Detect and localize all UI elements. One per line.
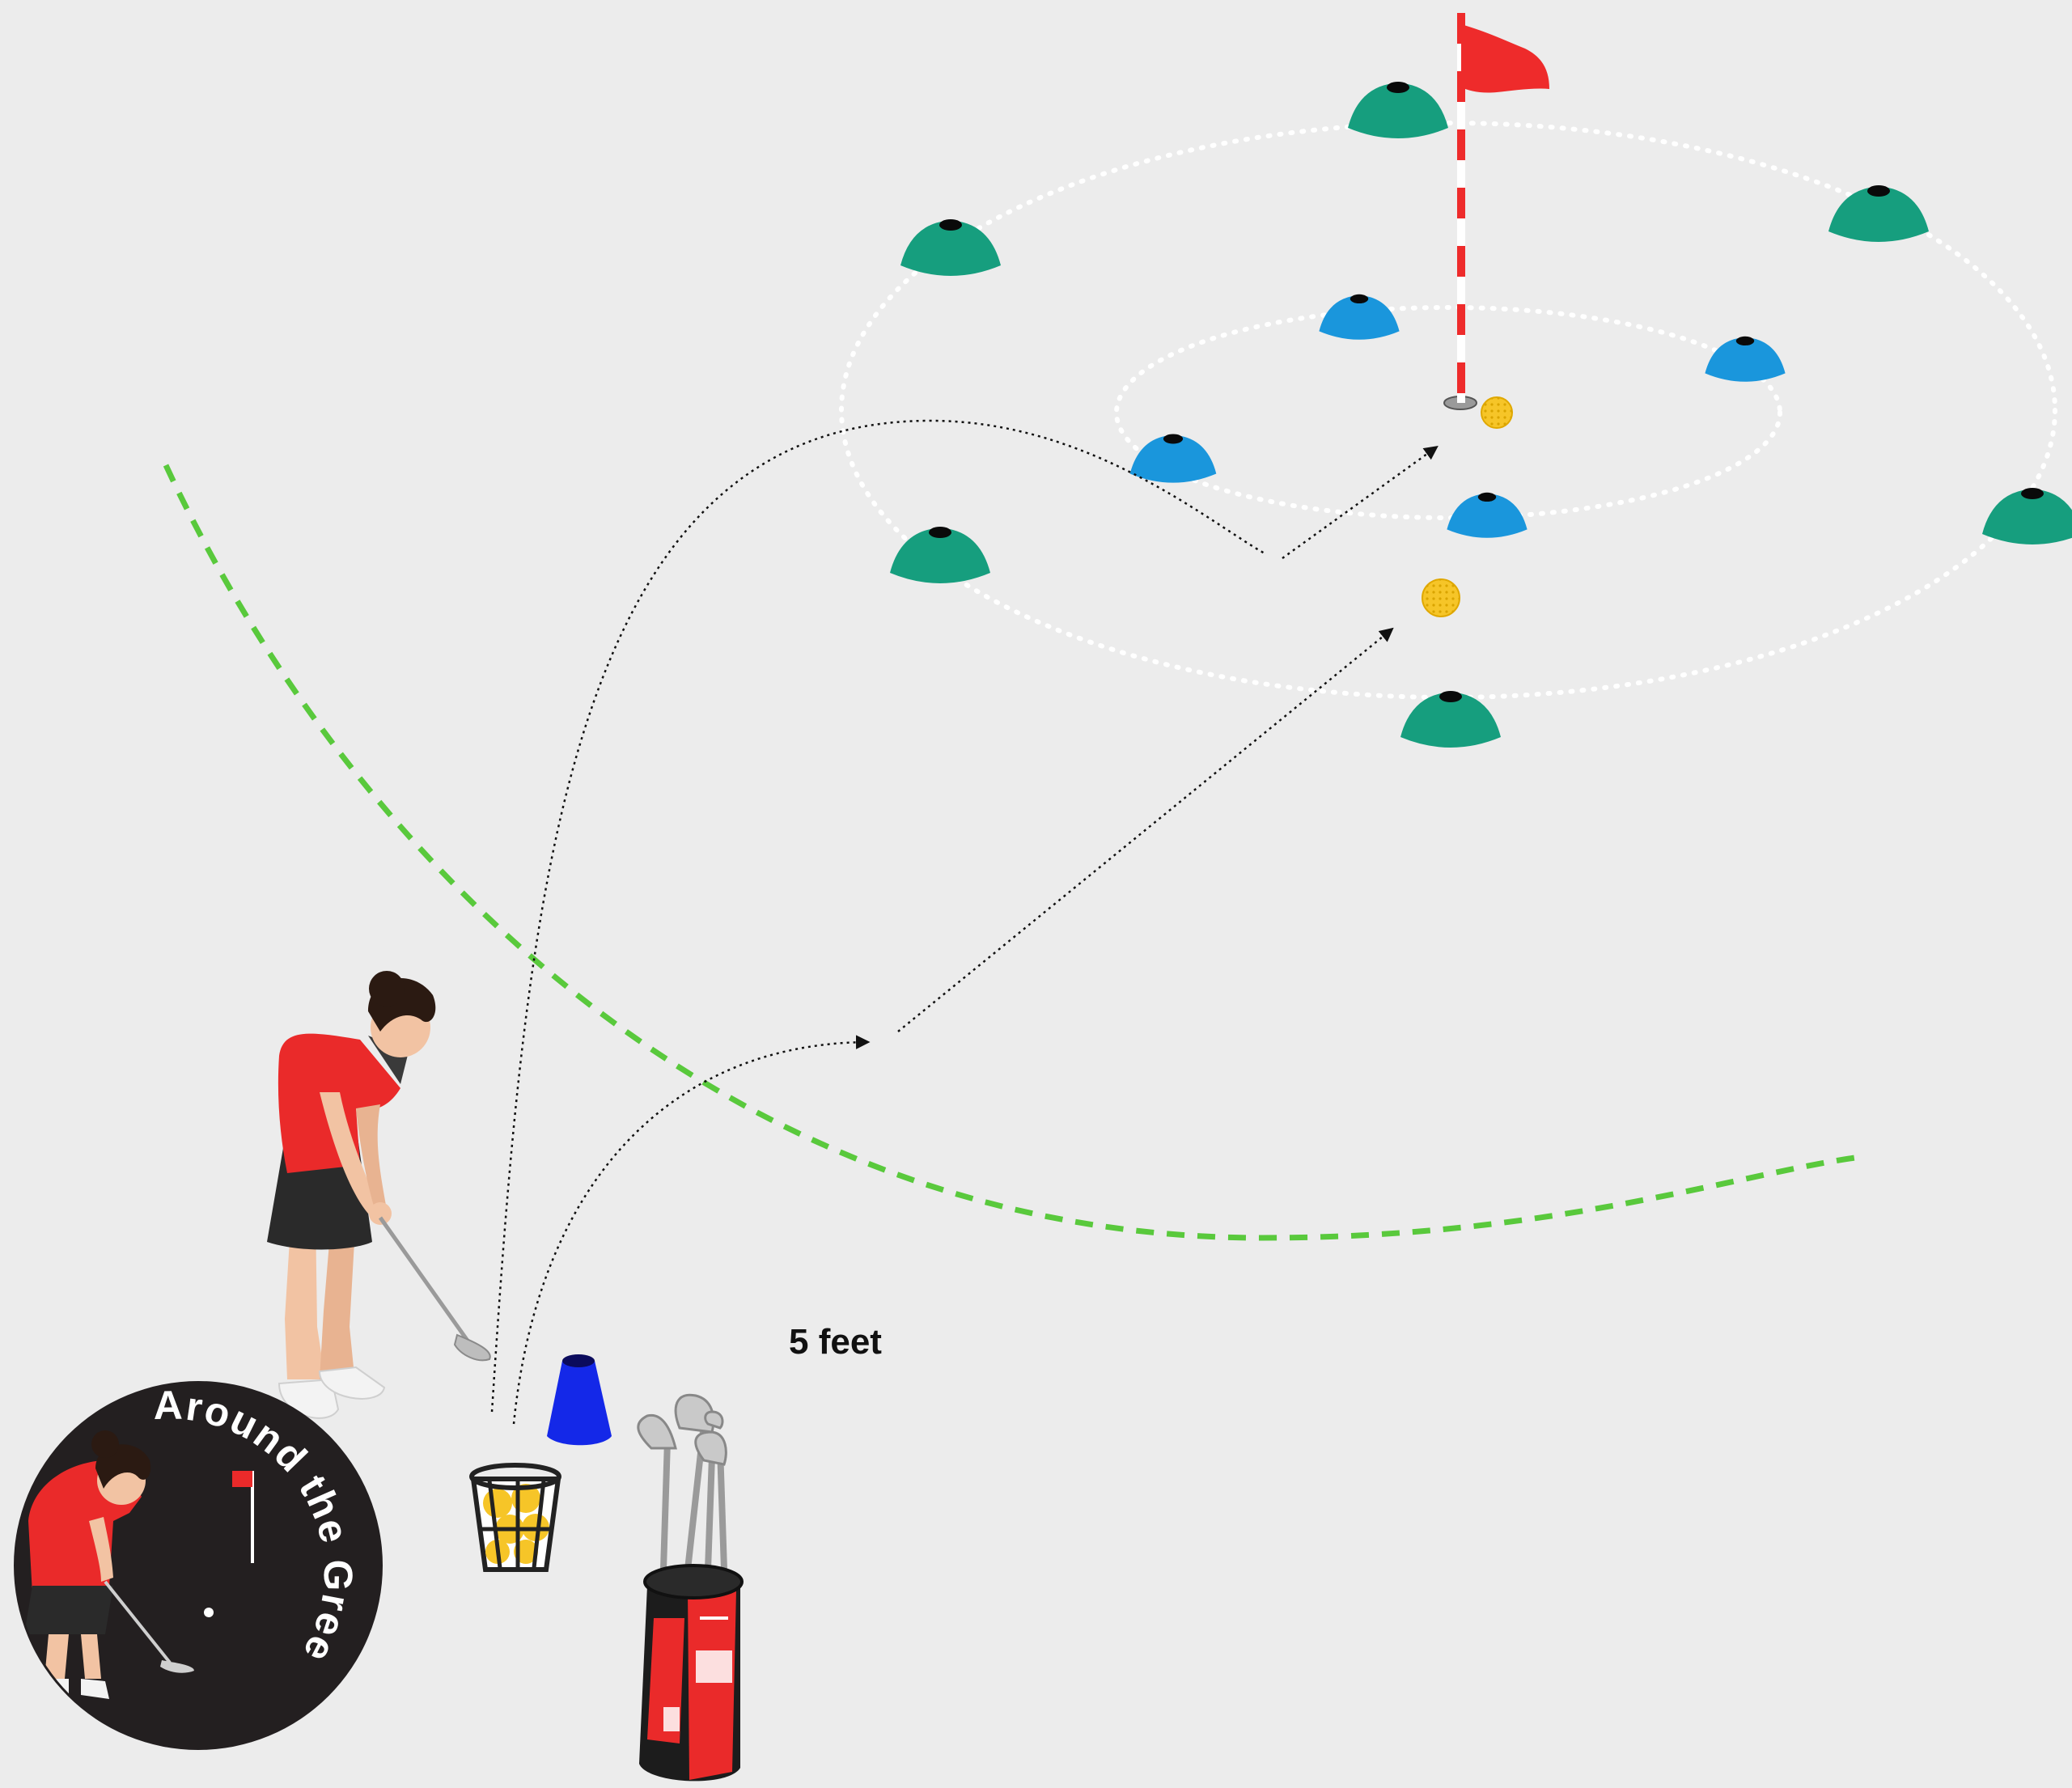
distance-label: 5 feet xyxy=(789,1322,882,1362)
ball-bucket-icon xyxy=(469,1463,561,1572)
outer-cone-icon xyxy=(900,219,1001,276)
golfer-icon xyxy=(267,971,491,1419)
golf-bag-icon xyxy=(637,1393,744,1782)
inner-cone-icon xyxy=(1319,294,1400,340)
start-cone-icon xyxy=(547,1354,612,1446)
badge-ball-icon xyxy=(204,1608,214,1617)
shot-trajectories xyxy=(490,419,1439,1425)
golf-balls xyxy=(1422,396,1513,617)
outer-cone-icon xyxy=(1982,488,2072,544)
golf-ball-icon xyxy=(1422,578,1460,617)
badge-golfer-icon xyxy=(24,1430,194,1699)
flagstick xyxy=(1443,13,1549,410)
golf-flag-icon xyxy=(1461,24,1549,93)
high-shot-trajectory xyxy=(490,419,1267,1413)
inner-cone-icon xyxy=(1129,434,1217,483)
inner-target-ring xyxy=(1114,305,1782,520)
inner-cone-icon xyxy=(1705,336,1786,382)
golf-ball-icon xyxy=(1481,396,1513,429)
low-shot-roll xyxy=(897,627,1394,1032)
outer-cone-icon xyxy=(1400,691,1501,748)
high-shot-roll xyxy=(1282,445,1439,560)
low-shot-trajectory xyxy=(512,1035,871,1425)
landing-zone-line xyxy=(163,464,1862,1241)
around-the-green-badge: Around the Green xyxy=(0,0,383,1750)
inner-cone-icon xyxy=(1447,492,1528,538)
badge-flag-icon xyxy=(232,1471,254,1563)
outer-cone-icon xyxy=(1828,185,1929,242)
outer-cone-icon xyxy=(1348,82,1448,138)
